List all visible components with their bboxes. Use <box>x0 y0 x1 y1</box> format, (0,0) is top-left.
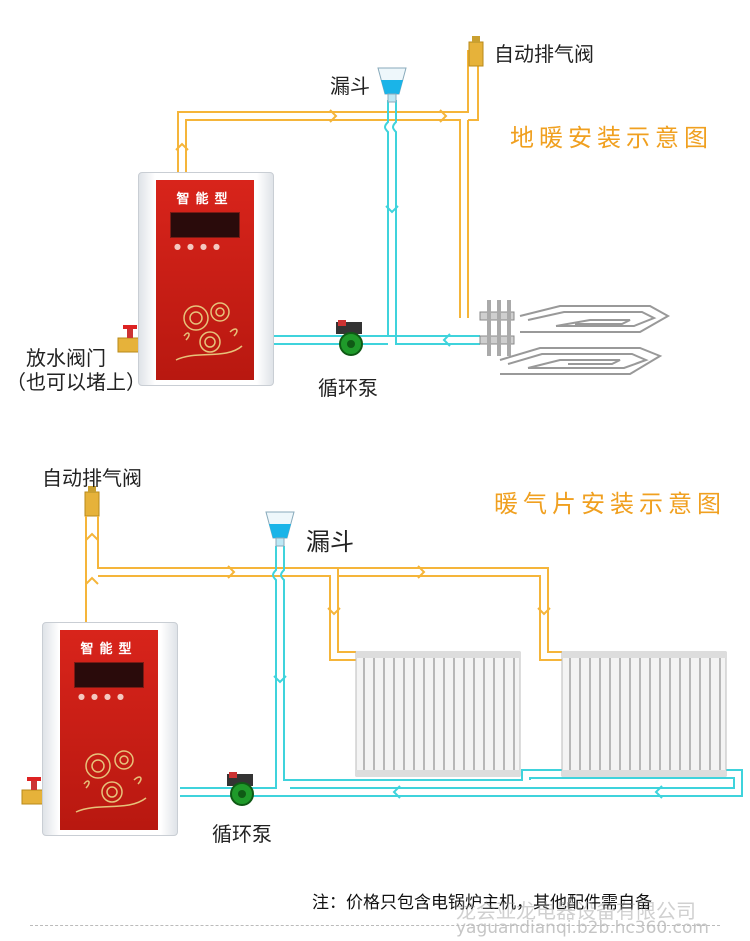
divider-line <box>30 925 720 926</box>
return-pipe-2 <box>180 546 743 797</box>
pump-label-2: 循环泵 <box>212 822 272 846</box>
boiler-display <box>170 212 240 238</box>
return-arrows-2 <box>273 675 663 799</box>
manifold-1 <box>479 300 515 356</box>
boiler-brand-label: 智能型 <box>176 192 234 207</box>
radiator-title: 暖气片安装示意图 <box>494 490 726 518</box>
boiler-buttons: ●●●● <box>78 692 130 701</box>
drain-label-line2: （也可以堵上） <box>6 370 146 394</box>
floor-coils-1 <box>499 305 671 375</box>
company-watermark: 龙会亚龙电器设备有限公司 <box>456 899 696 923</box>
vent-valve-2 <box>84 486 100 517</box>
floor-heating-title: 地暖安装示意图 <box>510 124 713 152</box>
supply-arrows-2 <box>85 532 551 616</box>
vent-label-1: 自动排气阀 <box>494 42 594 66</box>
electric-boiler-2: 智能型 ●●●● <box>42 622 178 836</box>
return-arrows-1 <box>385 205 451 347</box>
price-note: 注：价格只包含电锅炉主机，其他配件需自备 <box>312 893 652 913</box>
pump-label-1: 循环泵 <box>318 376 378 400</box>
supply-pipe-1 <box>177 50 479 318</box>
vent-label-2: 自动排气阀 <box>42 466 142 490</box>
vent-valve-1 <box>468 36 484 67</box>
boiler-display <box>74 662 144 688</box>
circulation-pump-1 <box>336 320 363 356</box>
radiator-1 <box>355 651 521 777</box>
funnel-2 <box>265 511 295 547</box>
boiler-buttons: ●●●● <box>174 242 226 251</box>
url-watermark: yaguandianqi.b2b.hc360.com <box>456 918 709 938</box>
funnel-label-2: 漏斗 <box>306 528 354 556</box>
supply-arrows-1 <box>175 109 448 151</box>
return-pipe-1 <box>270 100 480 345</box>
flower-decoration <box>175 302 243 361</box>
funnel-1 <box>377 67 407 103</box>
floor-heating-diagram <box>117 36 671 375</box>
funnel-label-1: 漏斗 <box>330 74 370 98</box>
radiator-diagram <box>21 486 743 806</box>
flower-decoration <box>75 750 147 813</box>
radiator-2 <box>561 651 727 777</box>
boiler-brand-label: 智能型 <box>80 642 138 657</box>
electric-boiler-1: 智能型 ●●●● <box>138 172 274 386</box>
circulation-pump-2 <box>227 772 254 806</box>
drain-label-line1: 放水阀门 <box>26 346 106 370</box>
